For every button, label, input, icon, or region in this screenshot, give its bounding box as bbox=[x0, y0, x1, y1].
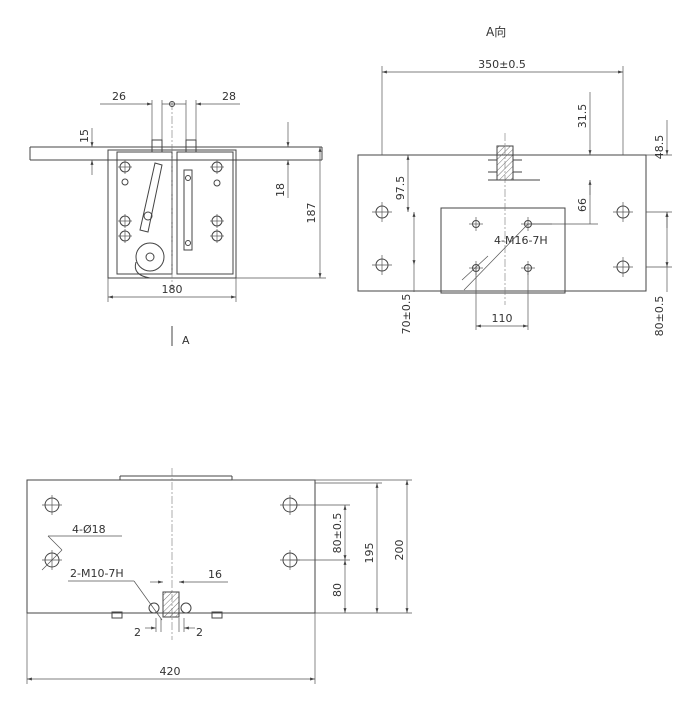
mount-holes-left bbox=[118, 160, 132, 243]
top-view-wedge bbox=[111, 591, 223, 619]
dim-31-5: 31.5 bbox=[576, 104, 589, 129]
dim-97-5: 97.5 bbox=[394, 176, 407, 201]
dim-70: 70±0.5 bbox=[400, 294, 413, 335]
dim-2-right: 2 bbox=[196, 626, 203, 639]
dim-420: 420 bbox=[160, 665, 181, 678]
front-view: 26 28 15 18 187 180 A bbox=[29, 90, 326, 347]
dim-80-tol-view-a: 80±0.5 bbox=[653, 296, 666, 337]
view-a: A向 350±0.5 bbox=[357, 24, 672, 337]
dim-80: 80 bbox=[331, 583, 344, 597]
dim-28: 28 bbox=[222, 90, 236, 103]
view-a-inner-block bbox=[440, 207, 566, 294]
view-a-wedge bbox=[488, 145, 540, 181]
dim-110: 110 bbox=[492, 312, 513, 325]
wedge-mechanism bbox=[134, 162, 193, 279]
view-a-thread-label: 4-M16-7H bbox=[494, 234, 548, 247]
dim-350: 350±0.5 bbox=[478, 58, 526, 71]
dim-26: 26 bbox=[112, 90, 126, 103]
top-view-dimensions: 4-Ø18 2-M10-7H 16 2 2 80±0.5 80 19 bbox=[26, 479, 412, 684]
top-view-thread-label: 2-M10-7H bbox=[70, 567, 124, 580]
dim-80-tol: 80±0.5 bbox=[331, 513, 344, 554]
view-a-dimensions: 350±0.5 31.5 48.5 97.5 66 4-M16-7H 110 bbox=[381, 58, 672, 337]
dim-66: 66 bbox=[576, 198, 589, 212]
dim-187: 187 bbox=[305, 203, 318, 224]
view-a-title: A向 bbox=[486, 24, 506, 39]
dim-200: 200 bbox=[393, 540, 406, 561]
dim-2-left: 2 bbox=[134, 626, 141, 639]
dim-48-5: 48.5 bbox=[653, 135, 666, 160]
view-a-marker-label: A bbox=[182, 334, 190, 347]
dim-180: 180 bbox=[162, 283, 183, 296]
top-view-hole-label: 4-Ø18 bbox=[72, 523, 106, 536]
rail bbox=[29, 146, 323, 161]
top-view: 4-Ø18 2-M10-7H 16 2 2 80±0.5 80 19 bbox=[26, 468, 412, 684]
dim-18: 18 bbox=[274, 183, 287, 197]
dim-16: 16 bbox=[208, 568, 222, 581]
view-a-marker: A bbox=[171, 326, 190, 347]
gear-body bbox=[107, 102, 237, 290]
front-dimensions: 26 28 15 18 187 180 bbox=[78, 90, 326, 302]
dim-195: 195 bbox=[363, 543, 376, 564]
dim-15: 15 bbox=[78, 129, 91, 143]
mount-holes-right bbox=[210, 160, 224, 243]
